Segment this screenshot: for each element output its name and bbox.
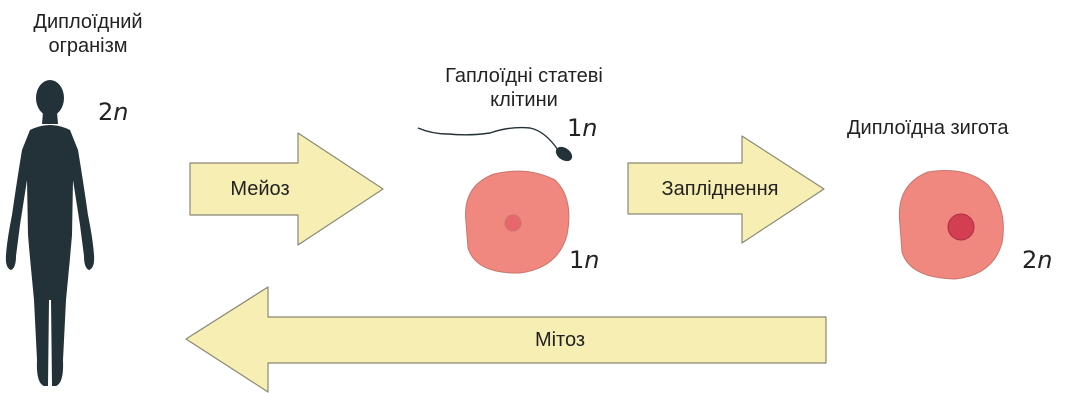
gametes-label: Гаплоїдні статеві клітини [408,64,640,112]
mitosis-label: Мітоз [534,329,586,351]
zygote-cell [898,170,1004,280]
organism-ploidy-letter: n [113,98,129,126]
diploid-organism-label-line2: огранізм [48,35,128,57]
zygote-ploidy-letter: n [1037,246,1053,274]
gametes-label-line2: клітини [490,89,558,111]
organism-ploidy: 2n [98,98,129,126]
zygote-label: Диплоїдна зигота [847,117,1009,139]
egg-ploidy-letter: n [584,246,600,274]
sperm-ploidy-letter: n [582,114,598,142]
fertilization-label: Запліднення [661,178,779,200]
diploid-organism-label: Диплоїдний огранізм [0,10,176,58]
egg-ploidy: 1n [569,246,600,274]
human-silhouette-icon [5,80,95,386]
diploid-organism-label-line1: Диплоїдний [33,11,143,33]
egg-nucleus [504,214,522,232]
zygote-nucleus [947,213,975,241]
sperm-ploidy: 1n [567,114,598,142]
gametes-label-line1: Гаплоїдні статеві [445,65,603,87]
sperm-ploidy-number: 1 [567,114,583,142]
mitosis-arrow [185,286,827,393]
zygote-ploidy-number: 2 [1022,246,1038,274]
egg-cell [465,170,570,274]
sperm-icon [417,126,573,162]
organism-ploidy-number: 2 [98,98,114,126]
egg-ploidy-number: 1 [569,246,585,274]
meiosis-label: Мейоз [230,178,290,200]
meiosis-arrow [189,132,384,246]
zygote-ploidy: 2n [1022,246,1053,274]
fertilization-arrow [627,135,825,244]
